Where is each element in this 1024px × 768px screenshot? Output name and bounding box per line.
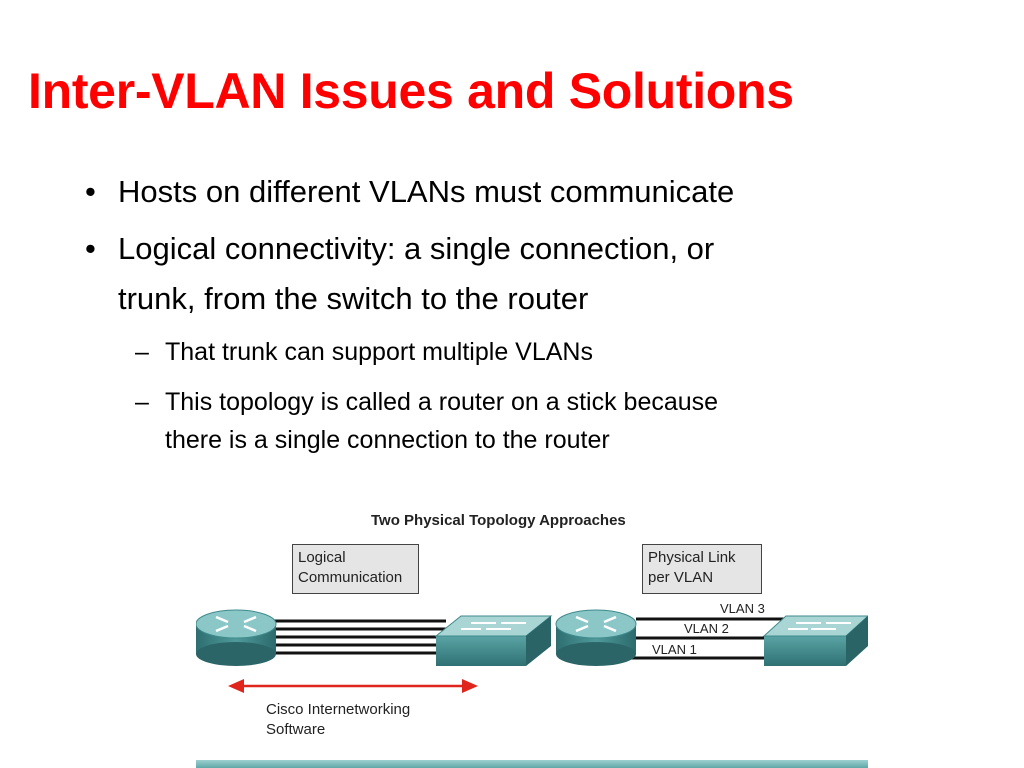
sub-bullet-text: That trunk can support multiple VLANs: [165, 338, 593, 366]
vlan-3-label: VLAN 3: [720, 601, 765, 616]
box-line: Logical: [298, 549, 346, 566]
bullet-marker: •: [85, 231, 96, 266]
topology-diagram: [196, 609, 868, 768]
slide-title: Inter-VLAN Issues and Solutions: [28, 63, 794, 119]
box-line: Physical Link: [648, 549, 736, 566]
bullet-text: Hosts on different VLANs must communicat…: [118, 174, 735, 209]
bullet-text: trunk, from the switch to the router: [118, 281, 589, 316]
box-line: per VLAN: [648, 569, 714, 586]
router-icon: [555, 609, 637, 666]
sub-bullet-marker: –: [135, 338, 149, 366]
bullet-text: Logical connectivity: a single connectio…: [118, 231, 715, 266]
bullet-item: • Hosts on different VLANs must communic…: [85, 168, 735, 216]
vlan-2-label: VLAN 2: [684, 621, 729, 636]
vlan-links: [611, 617, 806, 660]
ios-label: Cisco Internetworking Software: [266, 700, 410, 740]
trunk-lines: [266, 619, 446, 655]
logical-communication-label: Logical Communication: [292, 544, 419, 594]
ios-label-line: Software: [266, 721, 326, 738]
topology-figure: Two Physical Topology Approaches Logical…: [196, 496, 868, 768]
ios-label-line: Cisco Internetworking: [266, 701, 411, 718]
sub-bullet-text: there is a single connection to the rout…: [165, 426, 610, 454]
figure-title: Two Physical Topology Approaches: [371, 512, 626, 529]
bullet-text-continuation: trunk, from the switch to the router: [118, 275, 588, 323]
vlan-1-label: VLAN 1: [652, 642, 697, 657]
sub-bullet-text: This topology is called a router on a st…: [165, 388, 719, 416]
ios-double-arrow: [228, 679, 478, 693]
box-line: Communication: [298, 569, 403, 586]
bullet-item: • Logical connectivity: a single connect…: [85, 225, 715, 273]
switch-icon: [762, 615, 868, 666]
bullet-marker: •: [85, 174, 96, 209]
sub-bullet-item: – That trunk can support multiple VLANs: [135, 333, 593, 371]
sub-bullet-text-continuation: there is a single connection to the rout…: [165, 421, 610, 459]
bottom-bar: [196, 760, 868, 768]
physical-link-label: Physical Link per VLAN: [642, 544, 762, 594]
sub-bullet-item: – This topology is called a router on a …: [135, 383, 719, 421]
switch-icon: [434, 615, 553, 666]
router-icon: [196, 609, 277, 666]
sub-bullet-marker: –: [135, 388, 149, 416]
